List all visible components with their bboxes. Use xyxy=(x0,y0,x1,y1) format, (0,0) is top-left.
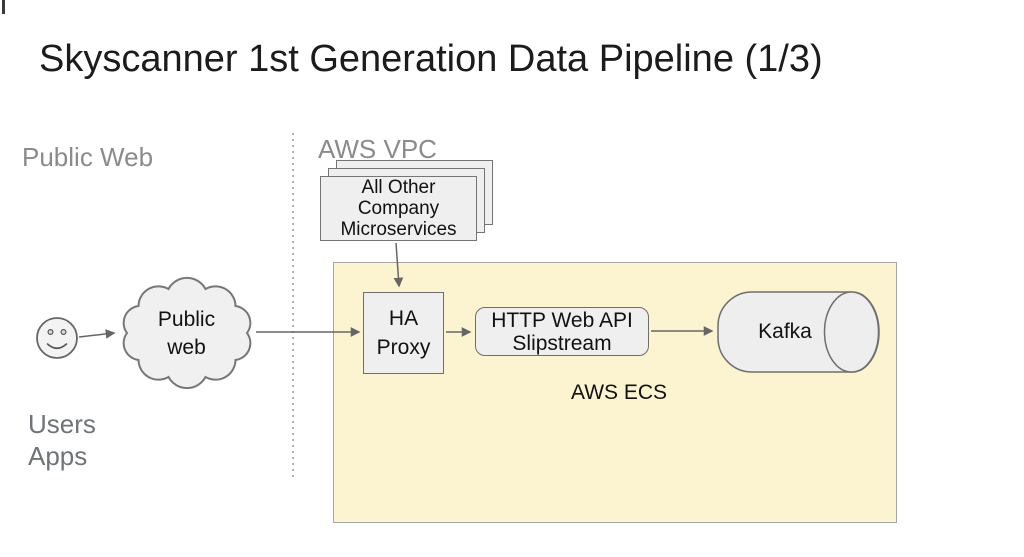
ha-proxy-node: HA Proxy xyxy=(363,292,444,374)
aws-ecs-label: AWS ECS xyxy=(571,381,668,404)
smiley-face-icon xyxy=(36,317,78,359)
cloud-label-line-2: web xyxy=(167,336,206,359)
ha-proxy-label-line-1: HA xyxy=(388,307,419,330)
arrow-user-to-cloud xyxy=(78,329,116,339)
vpc-boundary-divider xyxy=(292,133,294,479)
microservices-label-line-2: Company xyxy=(357,198,440,219)
users-label: Users xyxy=(28,409,96,439)
slide-title: Skyscanner 1st Generation Data Pipeline … xyxy=(39,38,823,80)
slipstream-label-line-2: Slipstream xyxy=(512,331,612,355)
slipstream-node: HTTP Web API Slipstream xyxy=(475,307,649,356)
cloud-label-line-1: Public xyxy=(157,308,216,331)
kafka-node-label: Kafka xyxy=(758,320,812,343)
microservices-label-line-3: Microservices xyxy=(340,219,457,240)
apps-label: Apps xyxy=(28,441,88,471)
microservices-node: All Other Company Microservices xyxy=(320,176,477,241)
slipstream-label-line-1: HTTP Web API xyxy=(491,308,633,332)
stray-mark xyxy=(2,0,5,14)
aws-vpc-zone-label: AWS VPC xyxy=(318,134,437,164)
microservices-label-line-1: All Other xyxy=(361,177,436,198)
ha-proxy-label-line-2: Proxy xyxy=(376,336,431,359)
public-web-cloud-node: Public web xyxy=(117,306,256,362)
public-web-zone-label: Public Web xyxy=(22,142,154,172)
